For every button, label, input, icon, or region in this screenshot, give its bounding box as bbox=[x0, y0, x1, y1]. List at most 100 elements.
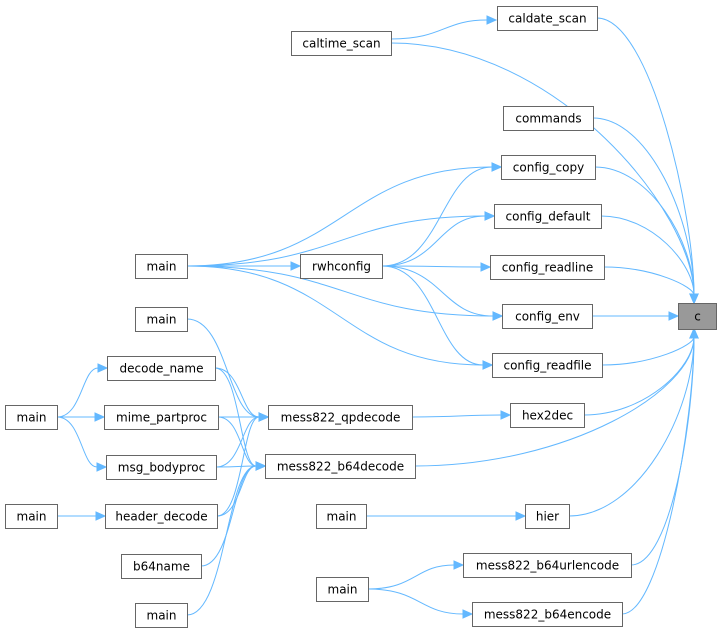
node-hex2dec[interactable]: hex2dec bbox=[510, 403, 585, 428]
node-label: rwhconfig bbox=[312, 260, 371, 274]
edge-line bbox=[390, 19, 488, 40]
edge-main_hdr-to-header_decode bbox=[56, 511, 107, 521]
arrowhead bbox=[453, 560, 465, 570]
edge-main_hier-to-hier bbox=[365, 511, 527, 521]
arrowhead bbox=[258, 412, 270, 422]
node-box bbox=[502, 304, 593, 329]
edge-line bbox=[381, 215, 486, 267]
node-box bbox=[316, 577, 369, 602]
node-caltime-scan[interactable]: caltime_scan bbox=[291, 31, 392, 56]
node-mess822-b64decode[interactable]: mess822_b64decode bbox=[265, 454, 416, 479]
edge-rwhconfig-to-config_readline bbox=[381, 262, 492, 272]
node-mime-partproc[interactable]: mime_partproc bbox=[104, 405, 219, 430]
node-main-b64[interactable]: main bbox=[135, 603, 188, 628]
edge-line bbox=[381, 265, 494, 317]
node-label: mess822_qpdecode bbox=[281, 411, 401, 425]
node-box bbox=[106, 455, 217, 480]
edge-decode_name-to-mess822_b64decode bbox=[214, 367, 267, 471]
node-main-qp[interactable]: main bbox=[135, 307, 188, 332]
edge-rwhconfig-to-config_readfile bbox=[381, 265, 494, 370]
edge-config_readfile-to-c bbox=[601, 327, 699, 366]
edge-main_rwh-to-config_copy bbox=[186, 162, 503, 267]
edge-rwhconfig-to-config_copy bbox=[381, 162, 503, 267]
node-label: mess822_b64decode bbox=[277, 460, 404, 474]
node-box bbox=[497, 6, 598, 31]
node-label: main bbox=[147, 313, 177, 327]
node-box bbox=[5, 504, 58, 529]
edge-line bbox=[367, 588, 464, 615]
node-config-default[interactable]: config_default bbox=[494, 204, 602, 229]
arrowhead bbox=[486, 15, 498, 25]
node-label: main bbox=[147, 609, 177, 623]
arrowhead bbox=[492, 311, 504, 321]
node-box bbox=[268, 405, 413, 430]
edge-line bbox=[601, 336, 695, 366]
edge-line bbox=[214, 367, 260, 418]
node-main-rwh[interactable]: main bbox=[135, 254, 188, 279]
edges-layer bbox=[56, 15, 699, 619]
node-decode-name[interactable]: decode_name bbox=[107, 356, 216, 381]
node-label: main bbox=[17, 510, 47, 524]
node-box bbox=[510, 403, 585, 428]
node-label: hex2dec bbox=[522, 409, 573, 423]
node-label: config_readline bbox=[502, 261, 593, 275]
node-box bbox=[316, 504, 367, 529]
node-config-readline[interactable]: config_readline bbox=[490, 255, 605, 280]
edge-line bbox=[186, 166, 493, 267]
edge-mess822_b64decode-to-c bbox=[414, 327, 699, 467]
node-label: mime_partproc bbox=[116, 411, 207, 425]
node-main-enc[interactable]: main bbox=[316, 577, 369, 602]
edge-line bbox=[186, 318, 260, 418]
node-mess822-b64encode[interactable]: mess822_b64encode bbox=[472, 602, 623, 627]
edge-line bbox=[217, 416, 257, 467]
edge-rwhconfig-to-config_env bbox=[381, 265, 504, 321]
node-hier[interactable]: hier bbox=[525, 504, 570, 529]
arrowhead bbox=[689, 327, 699, 339]
edge-config_default-to-c bbox=[600, 215, 699, 305]
edge-main_proc-to-msg_bodyproc bbox=[56, 416, 108, 472]
node-box bbox=[135, 603, 188, 628]
node-config-copy[interactable]: config_copy bbox=[501, 155, 596, 180]
node-box bbox=[135, 254, 188, 279]
node-box bbox=[291, 31, 392, 56]
edge-msg_bodyproc-to-mess822_qpdecode bbox=[215, 412, 270, 468]
node-commands[interactable]: commands bbox=[503, 106, 594, 131]
arrowhead bbox=[689, 293, 699, 305]
node-label: mess822_b64urlencode bbox=[476, 559, 619, 573]
node-config-readfile[interactable]: config_readfile bbox=[492, 353, 603, 378]
node-b64name[interactable]: b64name bbox=[121, 554, 202, 579]
node-label: config_readfile bbox=[503, 359, 591, 373]
arrowhead bbox=[500, 410, 512, 420]
node-label: c bbox=[694, 310, 701, 324]
node-header-decode[interactable]: header_decode bbox=[105, 504, 218, 529]
node-caldate-scan[interactable]: caldate_scan bbox=[497, 6, 598, 31]
edge-line bbox=[186, 215, 486, 267]
node-box bbox=[104, 405, 219, 430]
node-box bbox=[105, 504, 218, 529]
node-mess822-qpdecode[interactable]: mess822_qpdecode bbox=[268, 405, 413, 430]
node-main-hier[interactable]: main bbox=[316, 504, 367, 529]
node-box bbox=[678, 303, 717, 330]
node-label: mess822_b64encode bbox=[484, 608, 611, 622]
node-box bbox=[492, 353, 603, 378]
edge-line bbox=[186, 265, 484, 366]
edge-line bbox=[56, 367, 99, 418]
edge-line bbox=[594, 166, 695, 296]
edge-line bbox=[200, 465, 257, 567]
arrowhead bbox=[668, 311, 680, 321]
node-config-env[interactable]: config_env bbox=[502, 304, 593, 329]
node-main-hdr[interactable]: main bbox=[5, 504, 58, 529]
node-label: config_env bbox=[515, 310, 580, 324]
edge-config_readline-to-c bbox=[603, 266, 699, 305]
node-msg-bodyproc[interactable]: msg_bodyproc bbox=[106, 455, 217, 480]
node-main-proc[interactable]: main bbox=[5, 405, 58, 430]
node-c[interactable]: c bbox=[678, 303, 717, 330]
edge-line bbox=[215, 465, 257, 468]
node-rwhconfig[interactable]: rwhconfig bbox=[300, 254, 383, 279]
edge-main_enc-to-mess822_b64encode bbox=[367, 588, 474, 619]
edge-line bbox=[596, 17, 695, 296]
edge-config_env-to-c bbox=[591, 311, 680, 321]
node-mess822-b64urlencode[interactable]: mess822_b64urlencode bbox=[463, 553, 632, 578]
edge-line bbox=[186, 265, 494, 317]
